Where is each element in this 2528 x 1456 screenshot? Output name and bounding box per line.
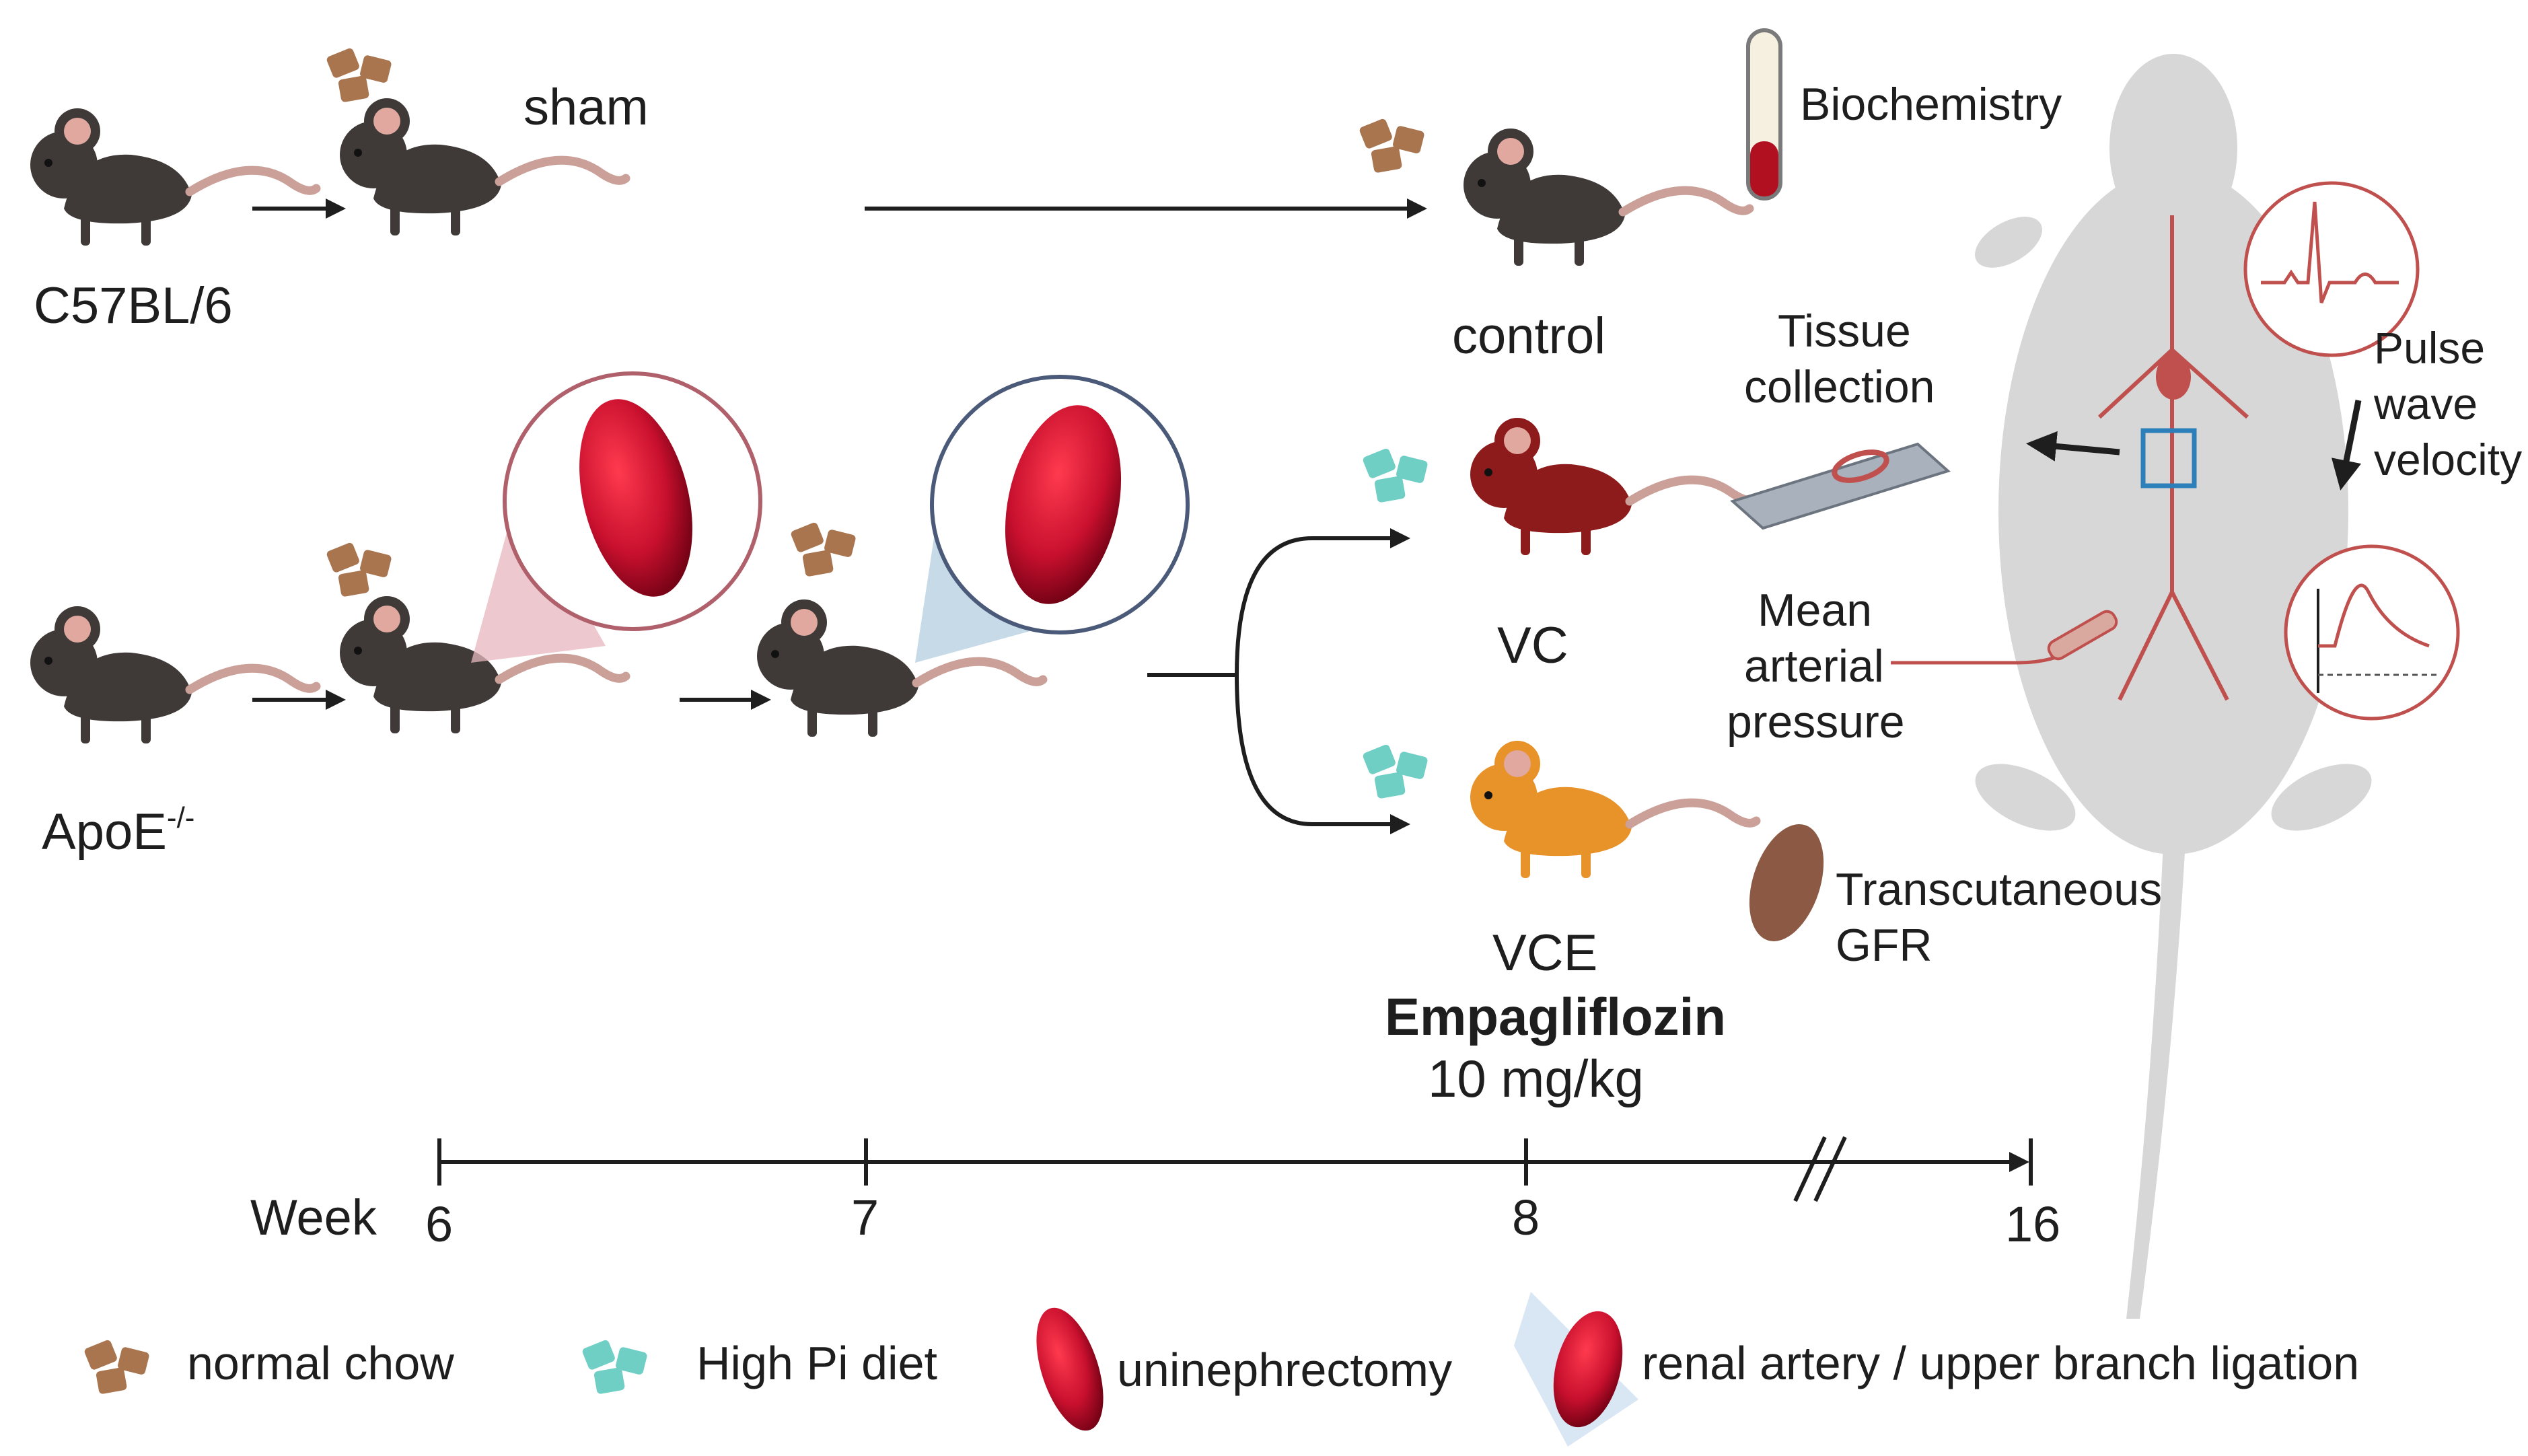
tick-label-8: 8 [1512,1190,1540,1245]
legend-high-pi: High Pi diet [696,1337,937,1389]
mouse-vc-icon [1470,418,1756,555]
kidney-icon [579,399,692,597]
legend-chow-icon [83,1339,150,1395]
chow-icon [789,521,857,577]
mouse-control-icon [1464,129,1749,266]
slide-icon [1730,442,1951,530]
legend-normal-chow: normal chow [187,1337,454,1389]
label-tissue-line1: Tissue [1778,305,1911,357]
ecg-trace-icon [2261,201,2399,303]
label-dose: 10 mg/kg [1428,1049,1644,1108]
heart-icon [2156,354,2191,400]
label-vce: VCE [1492,924,1597,982]
high-pi-diet-icon [1361,743,1429,799]
chow-icon [1358,118,1425,174]
branch-arrow-vce [1235,674,1410,834]
arrow-pwv [2331,400,2362,490]
pwv-callout-circle [2284,544,2460,721]
chow-icon [325,47,392,103]
label-pwv-line3: velocity [2374,435,2522,484]
ligated-kidney-icon [1005,405,1122,604]
label-tissue-line2: collection [1744,361,1935,412]
high-pi-diet-icon [1361,447,1429,503]
label-week: Week [250,1190,377,1245]
tissue-section-icon [1832,449,1889,483]
axis-break [1793,1136,1827,1202]
label-map-line2: arterial [1744,641,1884,692]
kidney-gfr-icon [1749,824,1824,941]
label-pwv-line2: wave [2373,379,2478,429]
tick-label-6: 6 [425,1196,453,1252]
legend-uninephrectomy: uninephrectomy [1117,1344,1452,1396]
tissue-region-box [2140,428,2197,488]
arrow-tissue [2026,431,2120,462]
label-map-line1: Mean [1758,585,1872,636]
ecg-callout-circle [2243,181,2420,357]
legend-uninephrectomy-icon [1036,1307,1104,1431]
label-biochemistry: Biochemistry [1800,79,2062,130]
legend-ligation-icon [1553,1311,1623,1428]
label-drug: Empagliflozin [1385,987,1726,1046]
label-gfr-line1: Transcutaneous [1836,864,2162,915]
label-sham: sham [523,79,649,136]
catheter-icon [2047,610,2118,661]
label-pwv-line1: Pulse [2374,323,2485,373]
tick-label-7: 7 [851,1190,879,1245]
mouse-c57bl6-icon [30,108,316,246]
legend-high-pi-icon [581,1339,648,1395]
label-c57bl6: C57BL/6 [34,277,233,334]
label-map-line3: pressure [1727,696,1905,748]
blood-tube-fill [1750,141,1778,196]
pwv-waveform-icon [2318,583,2430,648]
label-apoe: ApoE-/- [42,801,194,861]
arterial-tree [2097,215,2249,701]
label-vc: VC [1497,617,1568,674]
legend-ligation: renal artery / upper branch ligation [1642,1337,2359,1389]
label-gfr-line2: GFR [1836,920,1933,971]
mouse-apoe-icon [30,606,316,743]
branch-arrow-vc [1147,528,1410,677]
axis-break [1813,1136,1847,1202]
mouse-vce-icon [1470,741,1756,878]
tick-label-16: 16 [2005,1196,2060,1252]
chow-icon [325,542,392,597]
label-control: control [1452,307,1605,365]
